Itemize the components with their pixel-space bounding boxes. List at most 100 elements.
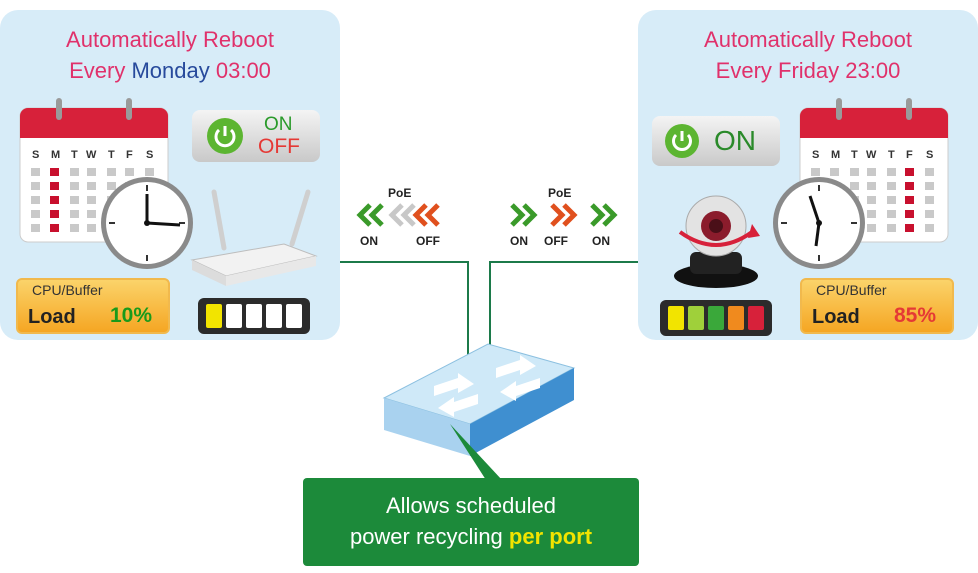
calendar-cell [925,196,934,204]
calendar-cell [50,182,59,190]
calendar-cell [70,168,79,176]
poe-on-label: ON [592,234,610,248]
load-label: Load [28,306,76,328]
load-meter-left [198,298,310,334]
calendar-day: S [32,149,39,161]
calendar-day: T [71,149,78,161]
calendar-day: T [108,149,115,161]
calendar-cell [867,182,876,190]
calendar-cell [905,210,914,218]
load-bar [688,306,704,330]
calendar-cell [867,168,876,176]
poe-label: PoE [388,186,412,200]
calendar-cell [31,182,40,190]
load-value: 85% [894,304,937,327]
ip-camera-icon [674,195,760,288]
calendar-cell [50,210,59,218]
caption-line1: Allows scheduled [386,493,556,518]
cpu-label: CPU/Buffer [32,282,103,298]
calendar-cell [905,196,914,204]
poe-right-group: PoE ON OFF ON [502,186,632,250]
calendar-cell [905,168,914,176]
calendar-cell [70,224,79,232]
left-title-line2: Every Monday 03:00 [69,58,271,83]
calendar-cell [887,224,896,232]
load-value: 10% [110,304,153,327]
caption-box: Allows scheduled power recycling per por… [303,478,639,566]
calendar-cell [887,182,896,190]
calendar-cell [867,224,876,232]
calendar-cell [50,168,59,176]
cpu-load-badge-left: CPU/Buffer Load 10% [16,278,170,334]
poe-on-label: ON [360,234,378,248]
calendar-cell [31,224,40,232]
calendar-day: W [86,149,97,161]
calendar-cell [925,182,934,190]
router-icon [190,189,318,286]
callout-pointer [450,424,502,480]
calendar-cell [925,210,934,218]
calendar-day: F [906,149,913,161]
calendar-day: S [146,149,153,161]
load-bar [206,304,222,328]
caption-line2: power recycling per port [349,524,593,549]
calendar-cell [87,224,96,232]
load-label: Load [812,306,860,328]
load-bar [286,304,302,328]
calendar-cell [811,168,820,176]
calendar-cell [87,210,96,218]
load-bar [246,304,262,328]
calendar-cell [107,168,116,176]
calendar-day: M [831,149,840,161]
left-title-line1: Automatically Reboot [66,27,274,52]
calendar-cell [925,224,934,232]
calendar-cell [830,168,839,176]
calendar-cell [125,168,134,176]
cpu-load-badge-right: CPU/Buffer Load 85% [800,278,954,334]
clock-icon [773,177,865,269]
calendar-cell [31,168,40,176]
calendar-cell [887,168,896,176]
calendar-cell [850,182,859,190]
poe-label: PoE [548,186,572,200]
on-toggle[interactable]: ON [652,116,780,166]
toggle-on-label: ON [264,114,293,135]
caption-highlight: per port [508,524,593,549]
load-bar [266,304,282,328]
calendar-cell [925,168,934,176]
poe-on-label: ON [510,234,528,248]
right-title-line2: Every Friday 23:00 [715,58,901,83]
calendar-cell [70,182,79,190]
poe-left-group: PoE ON OFF [344,186,454,250]
toggle-on-label: ON [714,125,756,156]
calendar-cell [70,196,79,204]
calendar-cell [87,196,96,204]
toggle-off-label: OFF [258,135,300,158]
power-icon [207,118,243,154]
on-off-toggle[interactable]: ON OFF [192,110,320,162]
load-bar [748,306,764,330]
calendar-day: T [851,149,858,161]
calendar-day: F [126,149,133,161]
calendar-cell [87,168,96,176]
right-title-line1: Automatically Reboot [704,27,912,52]
right-calendar-days: S M T W T F S [812,149,933,161]
calendar-day: T [888,149,895,161]
calendar-cell [850,168,859,176]
left-schedule-panel: Automatically Reboot Every Monday 03:00 … [0,10,340,340]
chevron-left-arrows [356,203,440,227]
calendar-cell [905,224,914,232]
calendar-cell [31,196,40,204]
calendar-cell [867,210,876,218]
calendar-cell [107,182,116,190]
calendar-day: S [926,149,933,161]
calendar-cell [887,196,896,204]
calendar-day: W [866,149,877,161]
left-title-day: Monday [131,58,210,83]
load-bar [668,306,684,330]
calendar-cell [50,224,59,232]
left-calendar-days: S M T W T F S [32,149,153,161]
calendar-cell [31,210,40,218]
load-bar [226,304,242,328]
